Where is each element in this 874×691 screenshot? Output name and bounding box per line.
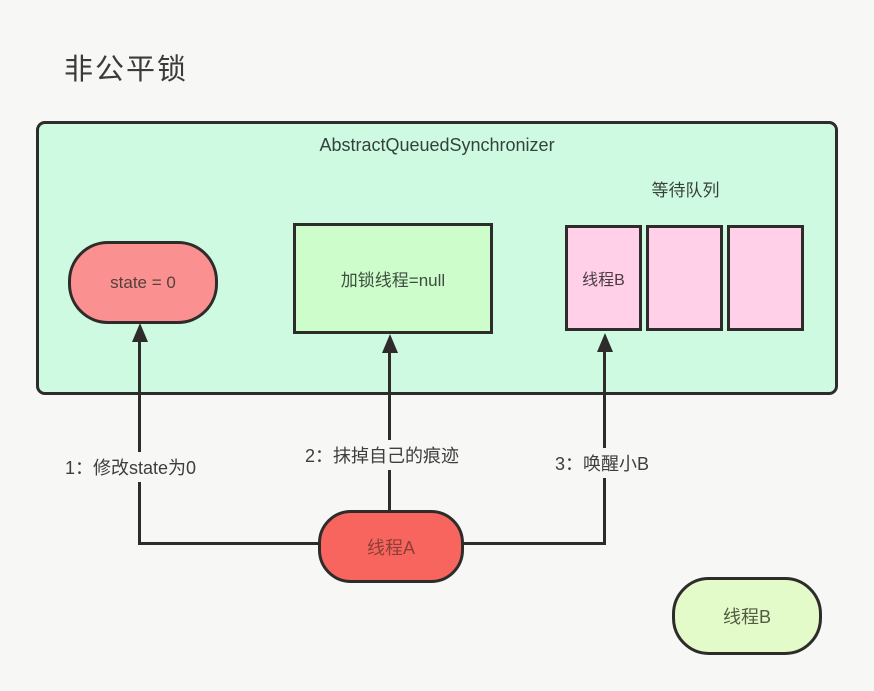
lock-thread-node: 加锁线程=null <box>293 223 493 334</box>
thread-b-node: 线程B <box>672 577 822 655</box>
aqs-title: AbstractQueuedSynchronizer <box>319 135 555 155</box>
arrow-up-icon <box>597 333 613 352</box>
state-node-label: state = 0 <box>110 272 176 292</box>
wait-queue-label: 等待队列 <box>651 181 720 200</box>
wait-queue: 线程B <box>565 225 804 331</box>
arrow1-vertical-line <box>138 340 141 545</box>
thread-a-node: 线程A <box>318 510 464 583</box>
thread-a-label: 线程A <box>366 537 415 558</box>
arrow2-vertical-line <box>388 351 391 512</box>
arrow-up-icon <box>382 334 398 353</box>
queue-cell <box>646 225 723 331</box>
arrow1-horizontal-line <box>138 542 322 545</box>
lock-thread-node-label: 加锁线程=null <box>340 271 446 290</box>
step-2-label: 2：抹掉自己的痕迹 <box>300 440 465 470</box>
page-title: 非公平锁 <box>64 54 189 86</box>
queue-cell: 线程B <box>565 225 642 331</box>
arrow3-horizontal-line <box>460 542 606 545</box>
arrow3-vertical-line <box>603 350 606 545</box>
queue-cell <box>727 225 804 331</box>
thread-b-label: 线程B <box>722 607 771 627</box>
queue-cell-label: 线程B <box>582 272 625 289</box>
state-node: state = 0 <box>68 241 218 324</box>
aqs-container-box: AbstractQueuedSynchronizer 等待队列 state = … <box>36 121 838 395</box>
step-3-label: 3：唤醒小B <box>550 448 655 478</box>
arrow-up-icon <box>132 323 148 342</box>
step-1-label: 1：修改state为0 <box>60 452 202 482</box>
